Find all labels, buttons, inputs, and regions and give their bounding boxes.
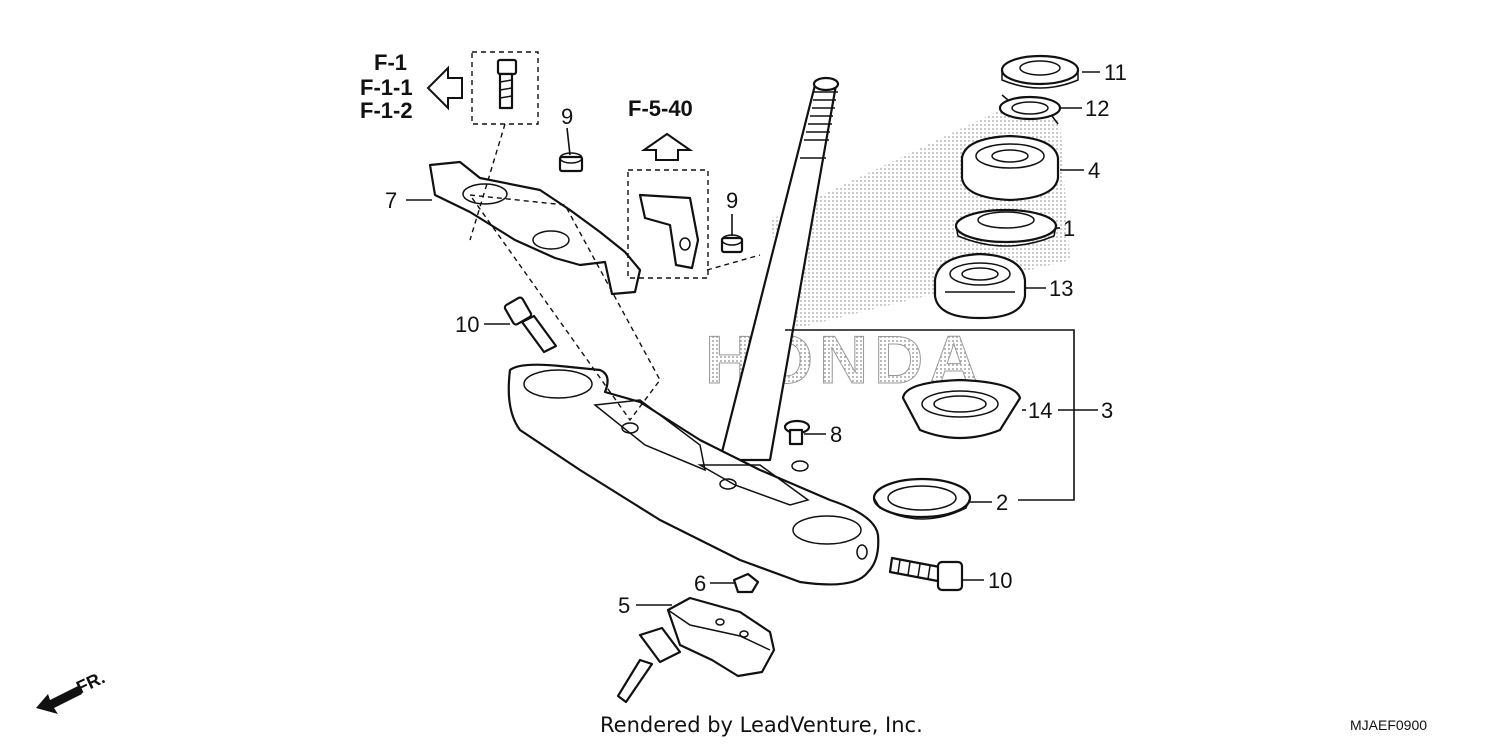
callout-3: 3	[1101, 398, 1113, 423]
ref-f-5-40: F-5-40	[628, 96, 693, 121]
ignition-switch	[616, 596, 776, 704]
lock-washer-12	[998, 94, 1062, 125]
adjusting-nut-4	[960, 134, 1060, 202]
callout-5: 5	[618, 593, 630, 618]
callout-13: 13	[1049, 276, 1073, 301]
stay-plate	[428, 160, 642, 296]
bracket-dashed-frame	[627, 169, 709, 279]
bottom-bridge	[507, 363, 880, 586]
flange-bolt-top	[496, 58, 518, 110]
screw-8	[783, 419, 811, 446]
diagram-code: MJAEF0900	[1350, 717, 1427, 733]
callout-14: 14	[1028, 398, 1052, 423]
callout-4: 4	[1088, 158, 1100, 183]
callout-9-upper: 9	[561, 104, 573, 129]
nut-9-upper	[558, 152, 584, 173]
lower-race-2	[872, 477, 972, 520]
nut-9-lower	[720, 234, 744, 254]
callout-10-left: 10	[455, 312, 479, 337]
nut-6	[732, 572, 760, 594]
steering-stem-shaft	[718, 76, 840, 462]
callout-7: 7	[385, 188, 397, 213]
callout-2: 2	[996, 490, 1008, 515]
dashed-leader-7	[468, 194, 661, 422]
callout-9-lower: 9	[726, 188, 738, 213]
dust-seal-1	[954, 208, 1058, 247]
bracket	[638, 193, 700, 270]
lock-nut-11	[1000, 54, 1080, 89]
front-direction-indicator: FR.	[36, 667, 108, 714]
callout-11: 11	[1104, 60, 1127, 85]
upper-race-14	[901, 378, 1022, 440]
callout-8: 8	[830, 422, 842, 447]
callout-6: 6	[694, 571, 706, 596]
ref-f-1-2: F-1-2	[360, 98, 413, 123]
pinch-bolt-10-right	[888, 556, 964, 592]
pinch-bolt-10-left	[503, 296, 558, 354]
rendered-by-footer: Rendered by LeadVenture, Inc.	[600, 713, 923, 737]
callout-10-right: 10	[988, 568, 1012, 593]
ref-f-1: F-1	[374, 50, 407, 75]
ref-arrow-left-icon	[426, 65, 463, 111]
ref-arrow-up-icon	[640, 132, 694, 161]
callout-1: 1	[1063, 216, 1075, 241]
ref-f-1-1: F-1-1	[360, 75, 413, 100]
callout-12: 12	[1085, 96, 1109, 121]
front-arrow-icon	[36, 686, 82, 714]
upper-bearing-13	[933, 252, 1027, 320]
